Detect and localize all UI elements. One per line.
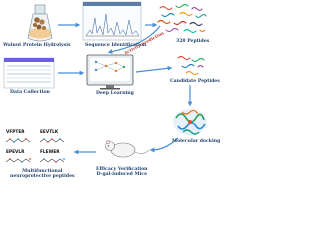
mass-spectrum-panel [82,1,142,41]
sequence-identification-label: Sequence Identification [85,43,147,48]
arrow-deep-learning-to-candidates [135,65,173,73]
deep-learning-label: Deep Learning [96,91,134,96]
peptide-label-4: FLEWER [40,150,60,155]
peptide-pool-icon [157,3,207,34]
protein-docking-icon [173,109,207,135]
peptide-label-1: VFPTER [6,130,25,135]
flow-arrows [58,22,193,155]
workflow-diagram [3,1,207,163]
peptide-structures-icon [5,138,65,163]
walnut-hydrolysis-label: Walnut Protein Hydrolysis [3,43,71,48]
molecular-docking-label: Molecular docking [172,139,221,144]
efficacy-verification-label: Efficacy Verification D-gal-induced Mice [96,167,148,177]
candidate-peptides-label: Candidate Peptides [170,79,220,84]
computer-icon [86,54,134,90]
peptide-label-3: EPEVLR [6,150,25,155]
candidate-peptides-icon [177,55,205,76]
walnut-flask-icon [27,4,53,42]
peptides-count-label: 328 Peptides [176,39,210,44]
multifunctional-peptides-label: Multifunctional neuroprotective peptides [10,169,75,179]
database-screenshot [3,57,55,89]
arrow-docking-to-mice [149,137,179,153]
mouse-icon [105,139,150,158]
arrow-peptides-to-deep-learning [107,25,161,54]
peptide-label-2: EEVTLK [40,130,59,135]
data-collection-label: Data Collection [10,90,50,95]
